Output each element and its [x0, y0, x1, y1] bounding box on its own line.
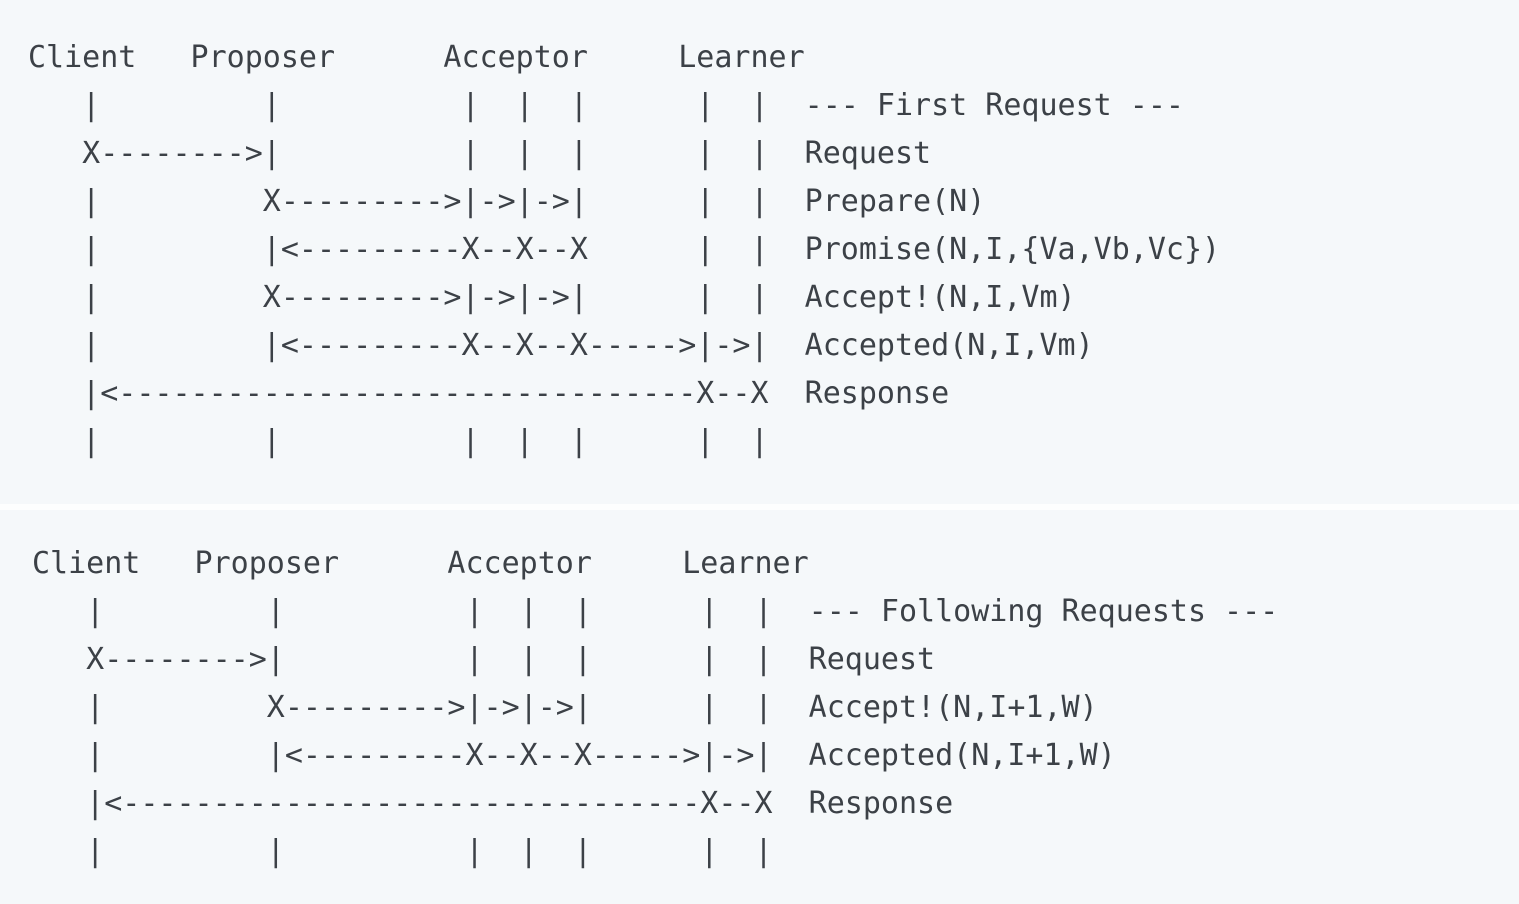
ascii-art-first-request: Client Proposer Acceptor Learner | | | |… — [28, 40, 1221, 459]
diagram-block-first-request: Client Proposer Acceptor Learner | | | |… — [28, 40, 1221, 459]
ascii-art-following-requests: Client Proposer Acceptor Learner | | | |… — [32, 546, 1279, 869]
diagram-block-following-requests: Client Proposer Acceptor Learner | | | |… — [0, 510, 1519, 904]
block-divider — [0, 504, 1519, 510]
